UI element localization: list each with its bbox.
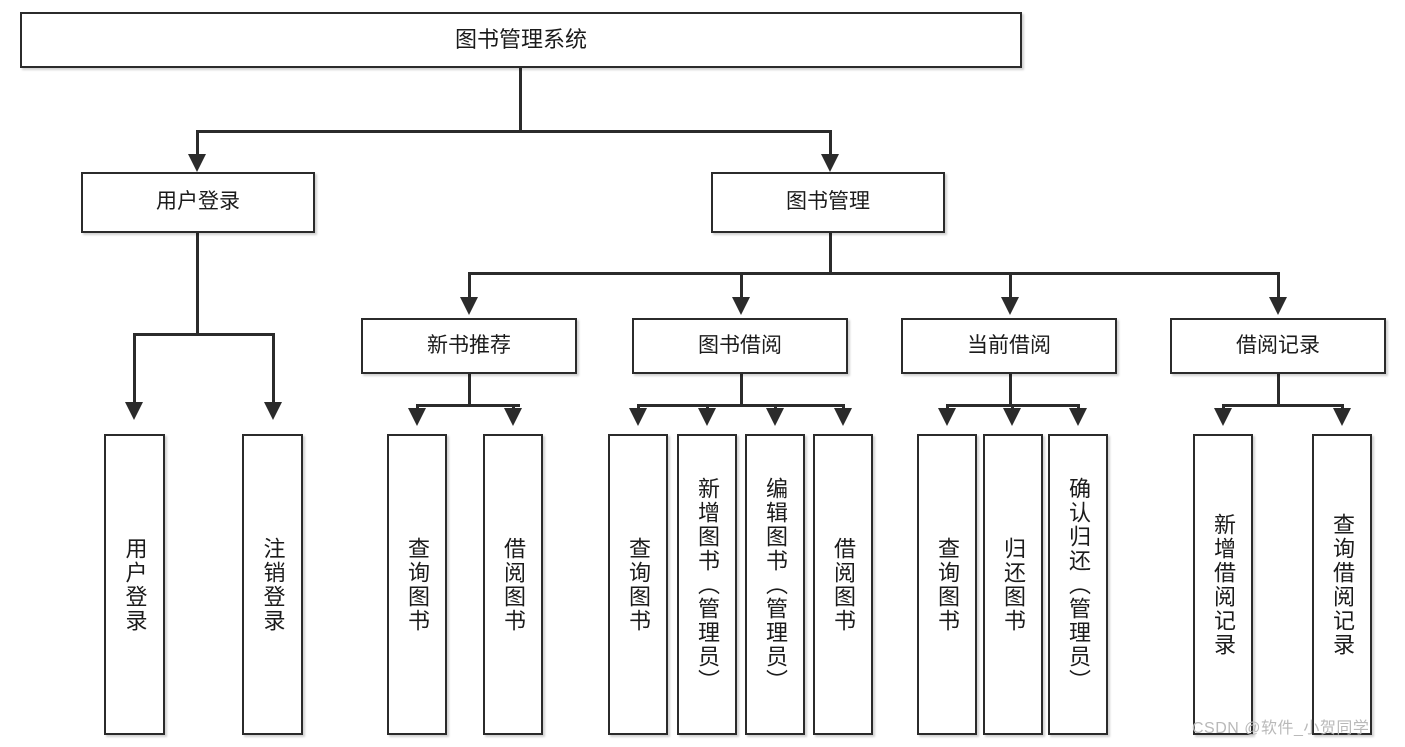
- connector-root-to-user-login: [196, 130, 199, 158]
- node-label: 借阅记录: [1236, 333, 1320, 357]
- connector-user-login-to-leaf-2: [272, 333, 275, 405]
- arrow-bb-to-leaf-1: [629, 408, 647, 426]
- connector-borrow-record-bus: [1222, 404, 1342, 407]
- node-label: 新增借阅记录: [1211, 512, 1236, 657]
- connector-current-borrow-stem: [1009, 374, 1012, 406]
- arrow-bm-to-new-book: [460, 297, 478, 315]
- node-leaf-user-login[interactable]: 用户登录: [104, 434, 165, 735]
- connector-book-borrow-bus: [637, 404, 844, 407]
- node-leaf-query-book-2[interactable]: 查询图书: [608, 434, 668, 735]
- node-new-book-recommend[interactable]: 新书推荐: [361, 318, 577, 374]
- connector-br-to-leaf-1: [1222, 404, 1225, 410]
- arrow-br-to-leaf-1: [1214, 408, 1232, 426]
- arrow-cb-to-leaf-2: [1003, 408, 1021, 426]
- arrow-cb-to-leaf-1: [938, 408, 956, 426]
- node-label: 查询借阅记录: [1330, 512, 1355, 657]
- connector-root-stem: [519, 68, 522, 132]
- connector-book-borrow-stem: [740, 374, 743, 406]
- arrow-cb-to-leaf-3: [1069, 408, 1087, 426]
- arrow-bb-to-leaf-3: [766, 408, 784, 426]
- arrow-bm-to-book-borrow: [732, 297, 750, 315]
- connector-bm-to-book-borrow: [740, 272, 743, 300]
- connector-borrow-record-stem: [1277, 374, 1280, 406]
- connector-new-book-bus: [416, 404, 520, 407]
- arrow-user-login-to-leaf-2: [264, 402, 282, 420]
- arrow-br-to-leaf-2: [1333, 408, 1351, 426]
- node-label: 用户登录: [156, 190, 240, 214]
- connector-cb-to-leaf-2: [1011, 404, 1014, 410]
- node-label: 归还图书: [1001, 536, 1026, 633]
- node-label: 图书管理: [786, 190, 870, 214]
- connector-cb-to-leaf-3: [1077, 404, 1080, 410]
- node-label: 当前借阅: [967, 333, 1051, 357]
- connector-bb-to-leaf-2: [706, 404, 709, 410]
- node-leaf-add-borrow-record[interactable]: 新增借阅记录: [1193, 434, 1253, 735]
- connector-nb-to-leaf-1: [416, 404, 419, 410]
- connector-cb-to-leaf-1: [946, 404, 949, 410]
- node-leaf-confirm-return-admin[interactable]: 确认归还（管理员）: [1048, 434, 1108, 735]
- connector-bm-to-new-book: [468, 272, 471, 300]
- node-leaf-edit-book-admin[interactable]: 编辑图书（管理员）: [745, 434, 805, 735]
- node-leaf-query-book-3[interactable]: 查询图书: [917, 434, 977, 735]
- connector-bb-to-leaf-4: [842, 404, 845, 410]
- arrow-root-to-book-management: [821, 154, 839, 172]
- node-leaf-borrow-book-1[interactable]: 借阅图书: [483, 434, 543, 735]
- arrow-nb-to-leaf-1: [408, 408, 426, 426]
- node-book-management[interactable]: 图书管理: [711, 172, 945, 233]
- arrow-bm-to-borrow-record: [1269, 297, 1287, 315]
- connector-bb-to-leaf-1: [637, 404, 640, 410]
- connector-book-management-bus: [468, 272, 1278, 275]
- connector-root-to-book-management: [829, 130, 832, 158]
- arrow-nb-to-leaf-2: [504, 408, 522, 426]
- node-leaf-query-book-1[interactable]: 查询图书: [387, 434, 447, 735]
- connector-root-bus: [196, 130, 832, 133]
- node-label: 查询图书: [626, 536, 651, 633]
- arrow-bm-to-current-borrow: [1001, 297, 1019, 315]
- node-current-borrow[interactable]: 当前借阅: [901, 318, 1117, 374]
- node-leaf-add-book-admin[interactable]: 新增图书（管理员）: [677, 434, 737, 735]
- connector-user-login-to-leaf-1: [133, 333, 136, 405]
- node-book-borrow[interactable]: 图书借阅: [632, 318, 848, 374]
- node-leaf-return-book[interactable]: 归还图书: [983, 434, 1043, 735]
- connector-nb-to-leaf-2: [512, 404, 515, 410]
- node-leaf-borrow-book-2[interactable]: 借阅图书: [813, 434, 873, 735]
- connector-user-login-bus: [133, 333, 275, 336]
- node-borrow-record[interactable]: 借阅记录: [1170, 318, 1386, 374]
- arrow-bb-to-leaf-4: [834, 408, 852, 426]
- node-leaf-logout-login[interactable]: 注销登录: [242, 434, 303, 735]
- node-label: 图书借阅: [698, 333, 782, 357]
- connector-book-management-stem: [829, 233, 832, 275]
- node-label: 查询图书: [405, 536, 430, 633]
- connector-br-to-leaf-2: [1341, 404, 1344, 410]
- node-label: 用户登录: [122, 536, 148, 633]
- connector-new-book-stem: [468, 374, 471, 406]
- node-root-book-management-system[interactable]: 图书管理系统: [20, 12, 1022, 68]
- node-label: 借阅图书: [501, 536, 526, 633]
- node-label: 新书推荐: [427, 333, 511, 357]
- connector-bm-to-current-borrow: [1009, 272, 1012, 300]
- connector-user-login-stem: [196, 233, 199, 335]
- node-label: 注销登录: [260, 536, 286, 633]
- node-label: 查询图书: [935, 536, 960, 633]
- arrow-bb-to-leaf-2: [698, 408, 716, 426]
- node-leaf-query-borrow-record[interactable]: 查询借阅记录: [1312, 434, 1372, 735]
- connector-bm-to-borrow-record: [1277, 272, 1280, 300]
- node-label: 借阅图书: [831, 536, 856, 633]
- node-label: 图书管理系统: [454, 27, 587, 53]
- arrow-user-login-to-leaf-1: [125, 402, 143, 420]
- connector-bb-to-leaf-3: [774, 404, 777, 410]
- node-label: 确认归还（管理员）: [1066, 476, 1091, 693]
- node-label: 新增图书（管理员）: [695, 476, 720, 693]
- csdn-watermark: CSDN @软件_小贺同学: [1192, 720, 1370, 737]
- node-label: 编辑图书（管理员）: [763, 476, 788, 693]
- node-user-login[interactable]: 用户登录: [81, 172, 315, 233]
- arrow-root-to-user-login: [188, 154, 206, 172]
